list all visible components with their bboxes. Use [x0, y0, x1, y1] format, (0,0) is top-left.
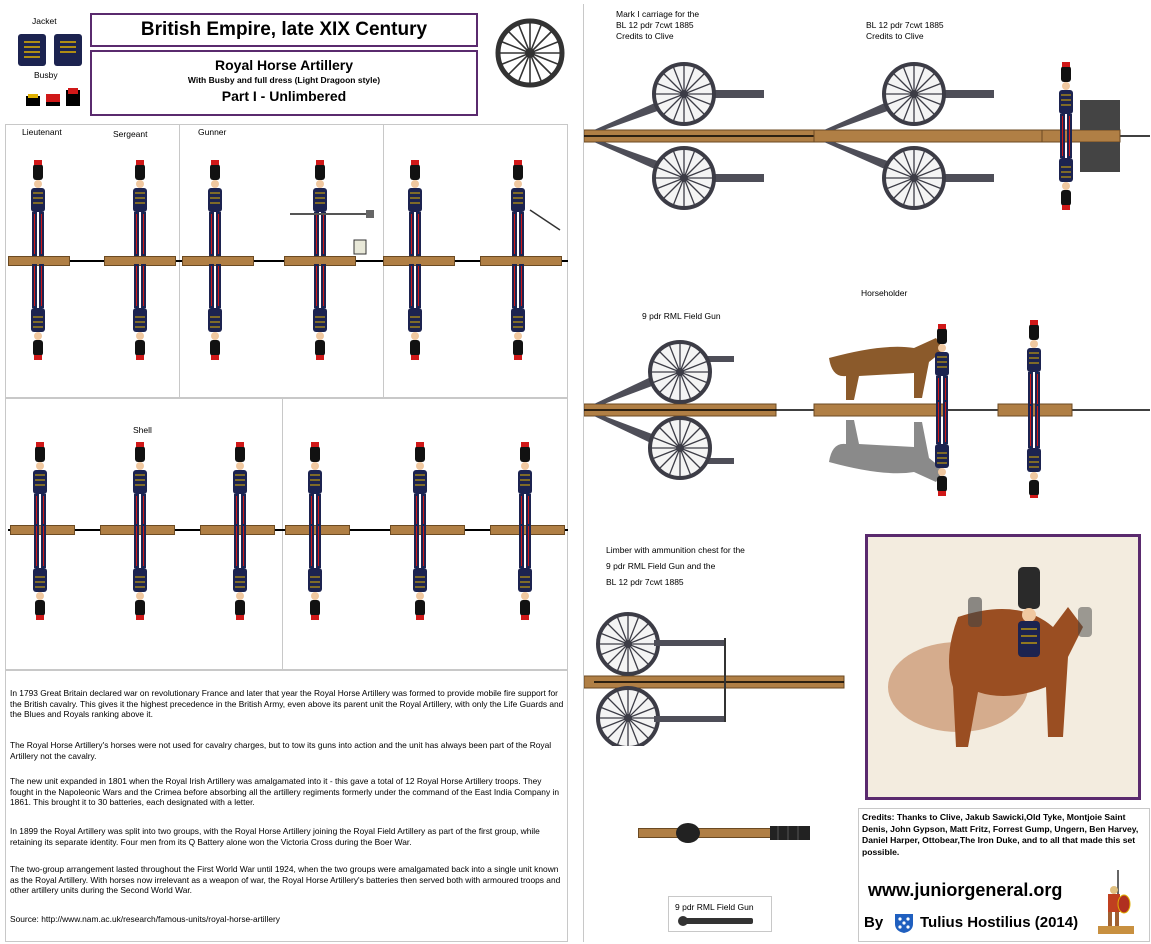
barrel-icon — [678, 916, 753, 926]
jacket-icon — [18, 34, 82, 66]
soldier-figures-middle — [32, 441, 533, 621]
part-label: Part I - Unlimbered — [221, 88, 347, 104]
rha-painting — [865, 534, 1141, 800]
rml-gun-and-horses — [584, 319, 1150, 498]
barrel-icons — [676, 823, 810, 843]
barrel-label-box: 9 pdr RML Field Gun — [668, 896, 772, 932]
history-panel — [5, 670, 568, 942]
history-paragraph: In 1793 Great Britain declared war on re… — [10, 688, 564, 720]
gun-carriages-top — [584, 61, 1150, 211]
figure-base — [104, 256, 176, 266]
legend-panel: Jacket Busby — [12, 12, 82, 114]
history-source: Source: http://www.nam.ac.uk/research/fa… — [10, 914, 280, 924]
history-paragraph: The new unit expanded in 1801 when the R… — [10, 776, 559, 808]
lieutenant-label: Lieutenant — [22, 127, 62, 137]
legionary-logo-icon — [1098, 870, 1134, 934]
author-name: Tulius Hostilius (2014) — [920, 914, 1079, 931]
jacket-label: Jacket — [32, 16, 57, 26]
rml-barrel-label: 9 pdr RML Field Gun — [675, 902, 754, 912]
sergeant-label: Sergeant — [113, 129, 148, 139]
by-label: By — [864, 914, 884, 931]
unit-description: With Busby and full dress (Light Dragoon… — [187, 75, 381, 85]
subtitle-box: Royal Horse Artillery With Busby and ful… — [90, 50, 478, 116]
gunner-label: Gunner — [198, 127, 227, 137]
credits-panel — [858, 808, 1150, 942]
horseholder-label: Horseholder — [861, 288, 908, 298]
busby-icon — [26, 88, 80, 106]
busby-label: Busby — [34, 70, 58, 80]
title-box: British Empire, late XIX Century — [90, 13, 478, 47]
unit-name: Royal Horse Artillery — [215, 57, 353, 73]
figure-base — [284, 256, 356, 266]
shell-label: Shell — [133, 425, 152, 435]
figure-base — [390, 525, 465, 535]
limber-drawing — [584, 612, 845, 746]
site-url[interactable]: www.juniorgeneral.org — [868, 880, 1063, 900]
page-title: British Empire, late XIX Century — [140, 19, 428, 40]
shield-icon — [895, 914, 913, 933]
figure-panel-middle — [5, 398, 568, 670]
soldier-figures-top — [30, 160, 561, 360]
rml-gun-label: 9 pdr RML Field Gun — [642, 311, 721, 321]
history-paragraph: The Royal Horse Artillery's horses were … — [10, 740, 552, 761]
history-paragraph: In 1899 the Royal Artillery was split in… — [10, 826, 540, 847]
history-paragraph: The two-group arrangement lasted through… — [10, 864, 561, 896]
credits-text: Credits: Thanks to Clive, Jakub Sawicki,… — [862, 812, 1139, 857]
wheel-icon — [495, 18, 565, 88]
